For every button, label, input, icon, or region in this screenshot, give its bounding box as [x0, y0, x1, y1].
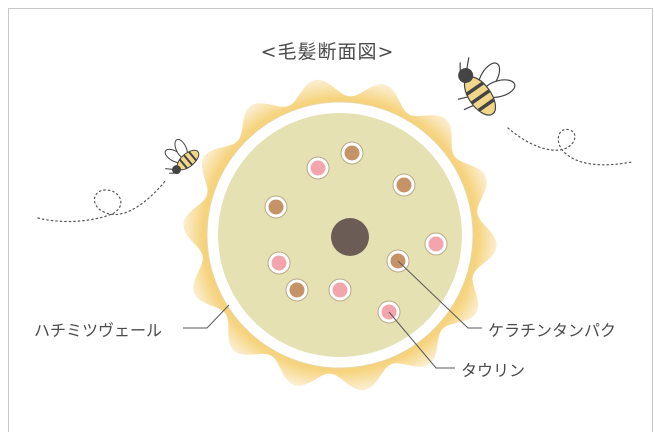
leader-lines [183, 260, 482, 369]
honey-veil-leader [183, 304, 230, 329]
flight-paths [37, 127, 633, 223]
taurine-particle [424, 232, 448, 256]
keratin-particle [264, 195, 288, 219]
keratin-particle [340, 141, 364, 165]
keratin-particle [392, 173, 416, 197]
medulla [331, 218, 369, 256]
right-flight-path [507, 127, 633, 166]
particles [264, 141, 448, 324]
taurine-particle [267, 251, 291, 275]
taurine-label: タウリン [461, 361, 526, 380]
keratin-leader [397, 260, 482, 329]
keratin-particle [285, 278, 309, 302]
bee-icon [164, 138, 200, 175]
cuticle-outline [206, 101, 474, 369]
taurine-particle [306, 156, 330, 180]
taurine-particle [328, 278, 352, 302]
bee-icon [457, 57, 516, 116]
keratin-label: ケラチンタンパク [488, 321, 617, 340]
taurine-leader [388, 311, 455, 369]
honey-veil-label: ハチミツヴェール [34, 321, 163, 340]
left-flight-path [37, 179, 167, 223]
diagram-title: <毛髪断面図> [260, 41, 395, 63]
